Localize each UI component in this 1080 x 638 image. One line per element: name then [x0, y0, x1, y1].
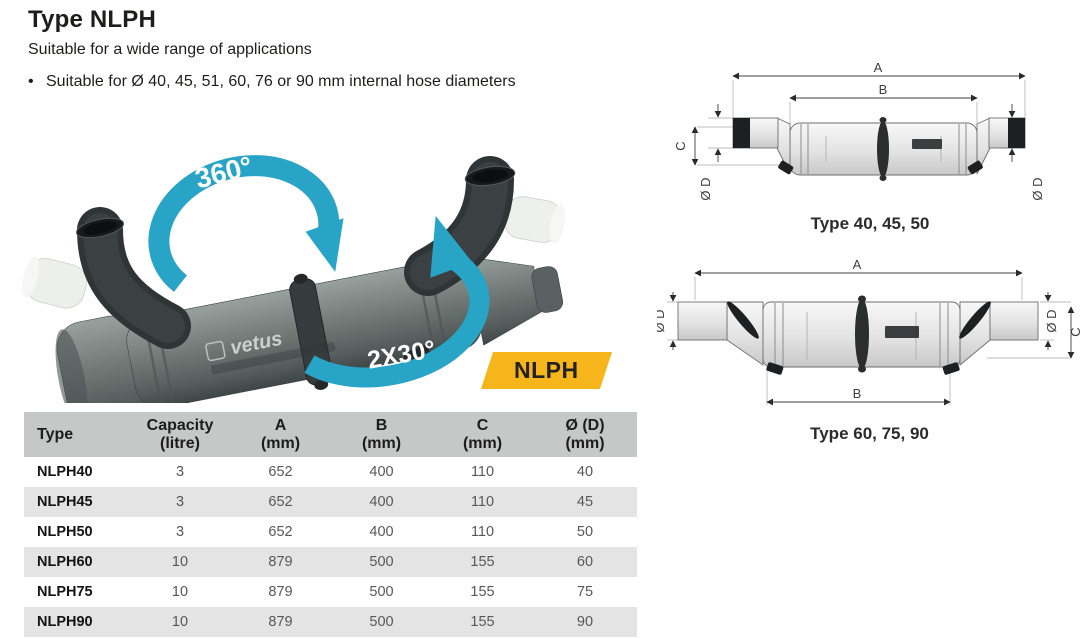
- cell-d: 40: [576, 464, 594, 480]
- cell-d: 60: [576, 554, 594, 570]
- cell-a: 879: [268, 584, 293, 600]
- cell-capacity: 10: [171, 614, 189, 630]
- bullet-icon: •: [28, 73, 34, 90]
- cell-d: 50: [576, 524, 594, 540]
- product-photo: vetus 360°: [22, 150, 566, 403]
- product-type-badge: NLPH: [480, 352, 613, 389]
- tech-drawing-type-60-75-90: A Ø D Ø D C B: [657, 257, 1080, 406]
- cell-type: NLPH75: [37, 584, 93, 600]
- vetus-logo-icon: [205, 340, 226, 362]
- cell-c: 155: [470, 584, 495, 600]
- muffler-body: vetus: [55, 256, 564, 403]
- dim-label-OD: Ø D: [657, 309, 667, 332]
- table-row: NLPH50 3 652 400 110 50: [24, 517, 637, 547]
- embossed-label: [210, 341, 336, 375]
- cell-d: 90: [576, 614, 594, 630]
- cell-d: 75: [576, 584, 594, 600]
- cell-a: 879: [268, 614, 293, 630]
- dim-label-OD: Ø D: [1030, 177, 1045, 200]
- dim-label-B: B: [853, 386, 862, 401]
- page-title: Type NLPH: [28, 6, 157, 33]
- header-d: Ø (D)(mm): [533, 412, 637, 457]
- header-type: Type: [24, 412, 130, 457]
- rotation-label-360: 360°: [192, 150, 256, 194]
- cell-c: 155: [470, 614, 495, 630]
- drawing-caption-60-75-90: Type 60, 75, 90: [810, 424, 929, 443]
- header-b: B(mm): [331, 412, 432, 457]
- header-a: A(mm): [230, 412, 331, 457]
- table-row: NLPH40 3 652 400 110 40: [24, 457, 637, 487]
- cell-b: 500: [369, 614, 394, 630]
- feature-bullet-text: Suitable for Ø 40, 45, 51, 60, 76 or 90 …: [46, 73, 516, 90]
- cell-c: 110: [470, 494, 495, 510]
- tech-drawing-type-40-45-50: A B C Ø D Ø D: [673, 60, 1045, 201]
- cell-c: 110: [470, 464, 495, 480]
- cell-capacity: 3: [175, 524, 185, 540]
- header-capacity: Capacity(litre): [130, 412, 230, 457]
- cell-a: 652: [268, 464, 293, 480]
- drawing-caption-40-45-50: Type 40, 45, 50: [810, 214, 930, 233]
- left-elbow-fitting: [75, 207, 191, 349]
- cell-capacity: 3: [175, 494, 185, 510]
- cell-capacity: 3: [175, 464, 185, 480]
- right-hose-stub: [503, 196, 566, 244]
- cell-type: NLPH90: [37, 614, 93, 630]
- cell-b: 400: [369, 494, 394, 510]
- dim-label-B: B: [879, 82, 888, 97]
- dim-label-A: A: [874, 60, 883, 75]
- table-row: NLPH45 3 652 400 110 45: [24, 487, 637, 517]
- cell-c: 155: [470, 554, 495, 570]
- cell-type: NLPH60: [37, 554, 93, 570]
- cell-a: 879: [268, 554, 293, 570]
- cell-b: 400: [369, 464, 394, 480]
- cell-type: NLPH40: [37, 464, 93, 480]
- dim-label-OD: Ø D: [1044, 309, 1059, 332]
- cell-capacity: 10: [171, 584, 189, 600]
- cell-c: 110: [470, 524, 495, 540]
- header-c: C(mm): [432, 412, 533, 457]
- spec-table: Type Capacity(litre) A(mm) B(mm) C(mm) Ø…: [24, 412, 637, 637]
- arrow-head-icon: [305, 218, 344, 272]
- cell-b: 500: [369, 554, 394, 570]
- cell-a: 652: [268, 494, 293, 510]
- arrow-head-icon: [430, 215, 473, 278]
- dim-label-OD: Ø D: [698, 177, 713, 200]
- feature-bullet: • Suitable for Ø 40, 45, 51, 60, 76 or 90…: [28, 73, 516, 91]
- cell-b: 500: [369, 584, 394, 600]
- cell-a: 652: [268, 524, 293, 540]
- cell-capacity: 10: [171, 554, 189, 570]
- table-row: NLPH90 10 879 500 155 90: [24, 607, 637, 637]
- dim-label-A: A: [853, 257, 862, 272]
- dim-label-C: C: [673, 141, 688, 150]
- table-row: NLPH75 10 879 500 155 75: [24, 577, 637, 607]
- table-header-row: Type Capacity(litre) A(mm) B(mm) C(mm) Ø…: [24, 412, 637, 457]
- cell-d: 45: [576, 494, 594, 510]
- cell-b: 400: [369, 524, 394, 540]
- left-hose-stub: [22, 256, 88, 309]
- dim-label-C: C: [1068, 327, 1080, 336]
- badge-label: NLPH: [514, 357, 579, 383]
- table-row: NLPH60 10 879 500 155 60: [24, 547, 637, 577]
- page-subtitle: Suitable for a wide range of application…: [28, 41, 312, 58]
- cell-type: NLPH50: [37, 524, 93, 540]
- cell-type: NLPH45: [37, 494, 93, 510]
